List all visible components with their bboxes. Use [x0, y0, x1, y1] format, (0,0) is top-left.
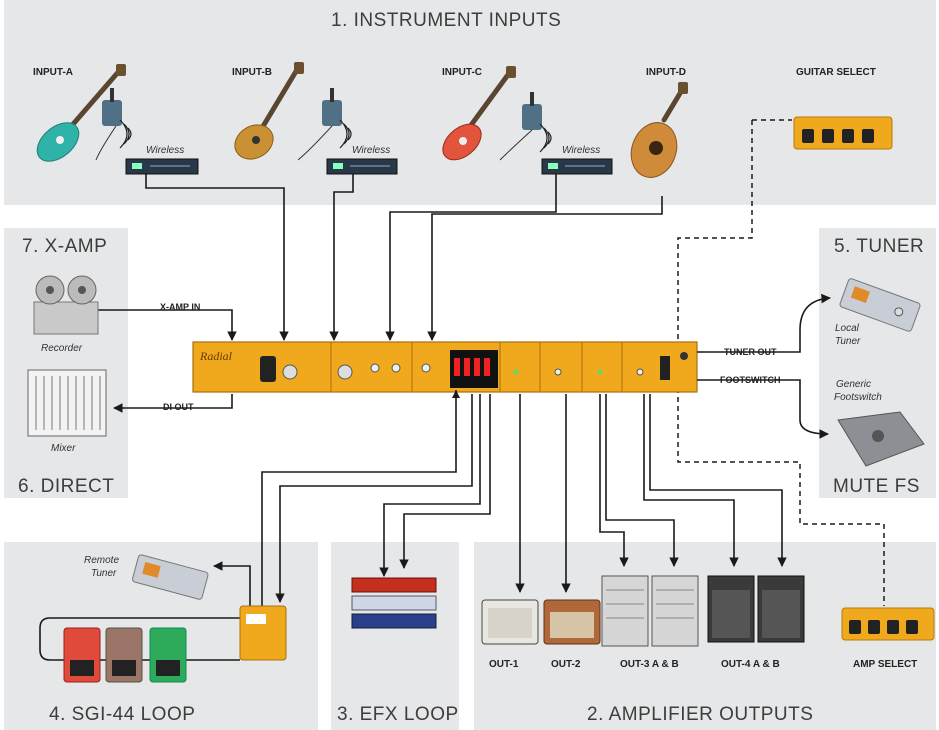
mixer-label: Mixer [51, 443, 76, 454]
transmitter-a-icon [102, 88, 122, 126]
guitar-c-icon [442, 66, 516, 161]
guitar-select-footswitch-icon [793, 116, 893, 150]
input-b-label: INPUT-B [232, 67, 272, 78]
sgi-unit-icon [239, 605, 287, 661]
section-title-efx-loop: 3. EFX LOOP [337, 704, 459, 725]
out-4-label: OUT-4 A & B [721, 659, 780, 670]
amp-select-footswitch-icon [841, 607, 935, 641]
remote-tuner-icon [132, 554, 209, 600]
out-1-label: OUT-1 [489, 659, 519, 670]
local-tuner-icon [839, 278, 921, 332]
guitar-select-label: GUITAR SELECT [796, 67, 876, 78]
recorder-icon [33, 275, 99, 335]
efx-rack-icon [351, 577, 437, 629]
amp-out-4b-icon [757, 575, 805, 643]
mixer-icon [27, 369, 107, 437]
wireless-a-label: Wireless [146, 145, 185, 156]
footswitch-label: FOOTSWITCH [720, 375, 781, 385]
input-a-label: INPUT-A [33, 67, 73, 78]
pedal-green-icon [149, 627, 187, 683]
wireless-receiver-a-icon [125, 158, 199, 175]
wireless-b-label: Wireless [352, 145, 391, 156]
section-title-sgi-loop: 4. SGI-44 LOOP [49, 704, 196, 725]
guitar-b-icon [234, 62, 304, 160]
section-title-x-amp: 7. X-AMP [22, 236, 108, 257]
amp-out-4a-icon [707, 575, 755, 643]
pedal-red-icon [63, 627, 101, 683]
out-2-label: OUT-2 [551, 659, 581, 670]
wireless-wave-icon [119, 119, 552, 153]
x-amp-panel [4, 228, 128, 498]
amp-out-1-icon [481, 599, 539, 645]
section-title-amp-outputs: 2. AMPLIFIER OUTPUTS [587, 704, 814, 725]
amp-select-label: AMP SELECT [853, 659, 918, 670]
generic-fs-label-2: Footswitch [834, 392, 882, 403]
switcher-unit-icon: Radial [192, 341, 698, 393]
section-title-mute-fs: MUTE FS [833, 476, 920, 497]
tuner-out-label: TUNER OUT [724, 347, 777, 357]
guitar-a-icon [36, 64, 126, 162]
pedal-gray-icon [105, 627, 143, 683]
mute-footswitch-icon [837, 411, 925, 467]
remote-tuner-label-1: Remote [84, 555, 120, 566]
efx-loop-panel [331, 542, 459, 730]
wireless-receiver-c-icon [541, 158, 613, 175]
x-amp-in-label: X-AMP IN [160, 302, 201, 312]
section-title-direct: 6. DIRECT [18, 476, 115, 497]
wireless-receiver-b-icon [326, 158, 398, 175]
amp-out-2-icon [543, 599, 601, 645]
local-tuner-label-1: Local [835, 323, 859, 334]
transmitter-b-icon [322, 88, 342, 126]
input-c-label: INPUT-C [442, 67, 482, 78]
section-title-instrument-inputs: 1. INSTRUMENT INPUTS [331, 10, 562, 31]
input-d-label: INPUT-D [646, 67, 686, 78]
di-out-label: DI OUT [163, 402, 194, 412]
footswitch-dashed-cable [677, 120, 885, 606]
generic-fs-label-1: Generic [836, 379, 872, 390]
section-title-tuner: 5. TUNER [834, 236, 925, 257]
local-tuner-label-2: Tuner [835, 336, 861, 347]
amp-out-3b-icon [651, 575, 699, 647]
input-cables [145, 174, 663, 341]
recorder-label: Recorder [41, 343, 83, 354]
guitar-d-icon [630, 82, 688, 178]
transmitter-c-icon [522, 92, 542, 130]
out-3-label: OUT-3 A & B [620, 659, 679, 670]
wireless-c-label: Wireless [562, 145, 601, 156]
svg-text:Radial: Radial [199, 349, 233, 363]
remote-tuner-label-2: Tuner [91, 568, 117, 579]
amp-out-3a-icon [601, 575, 649, 647]
